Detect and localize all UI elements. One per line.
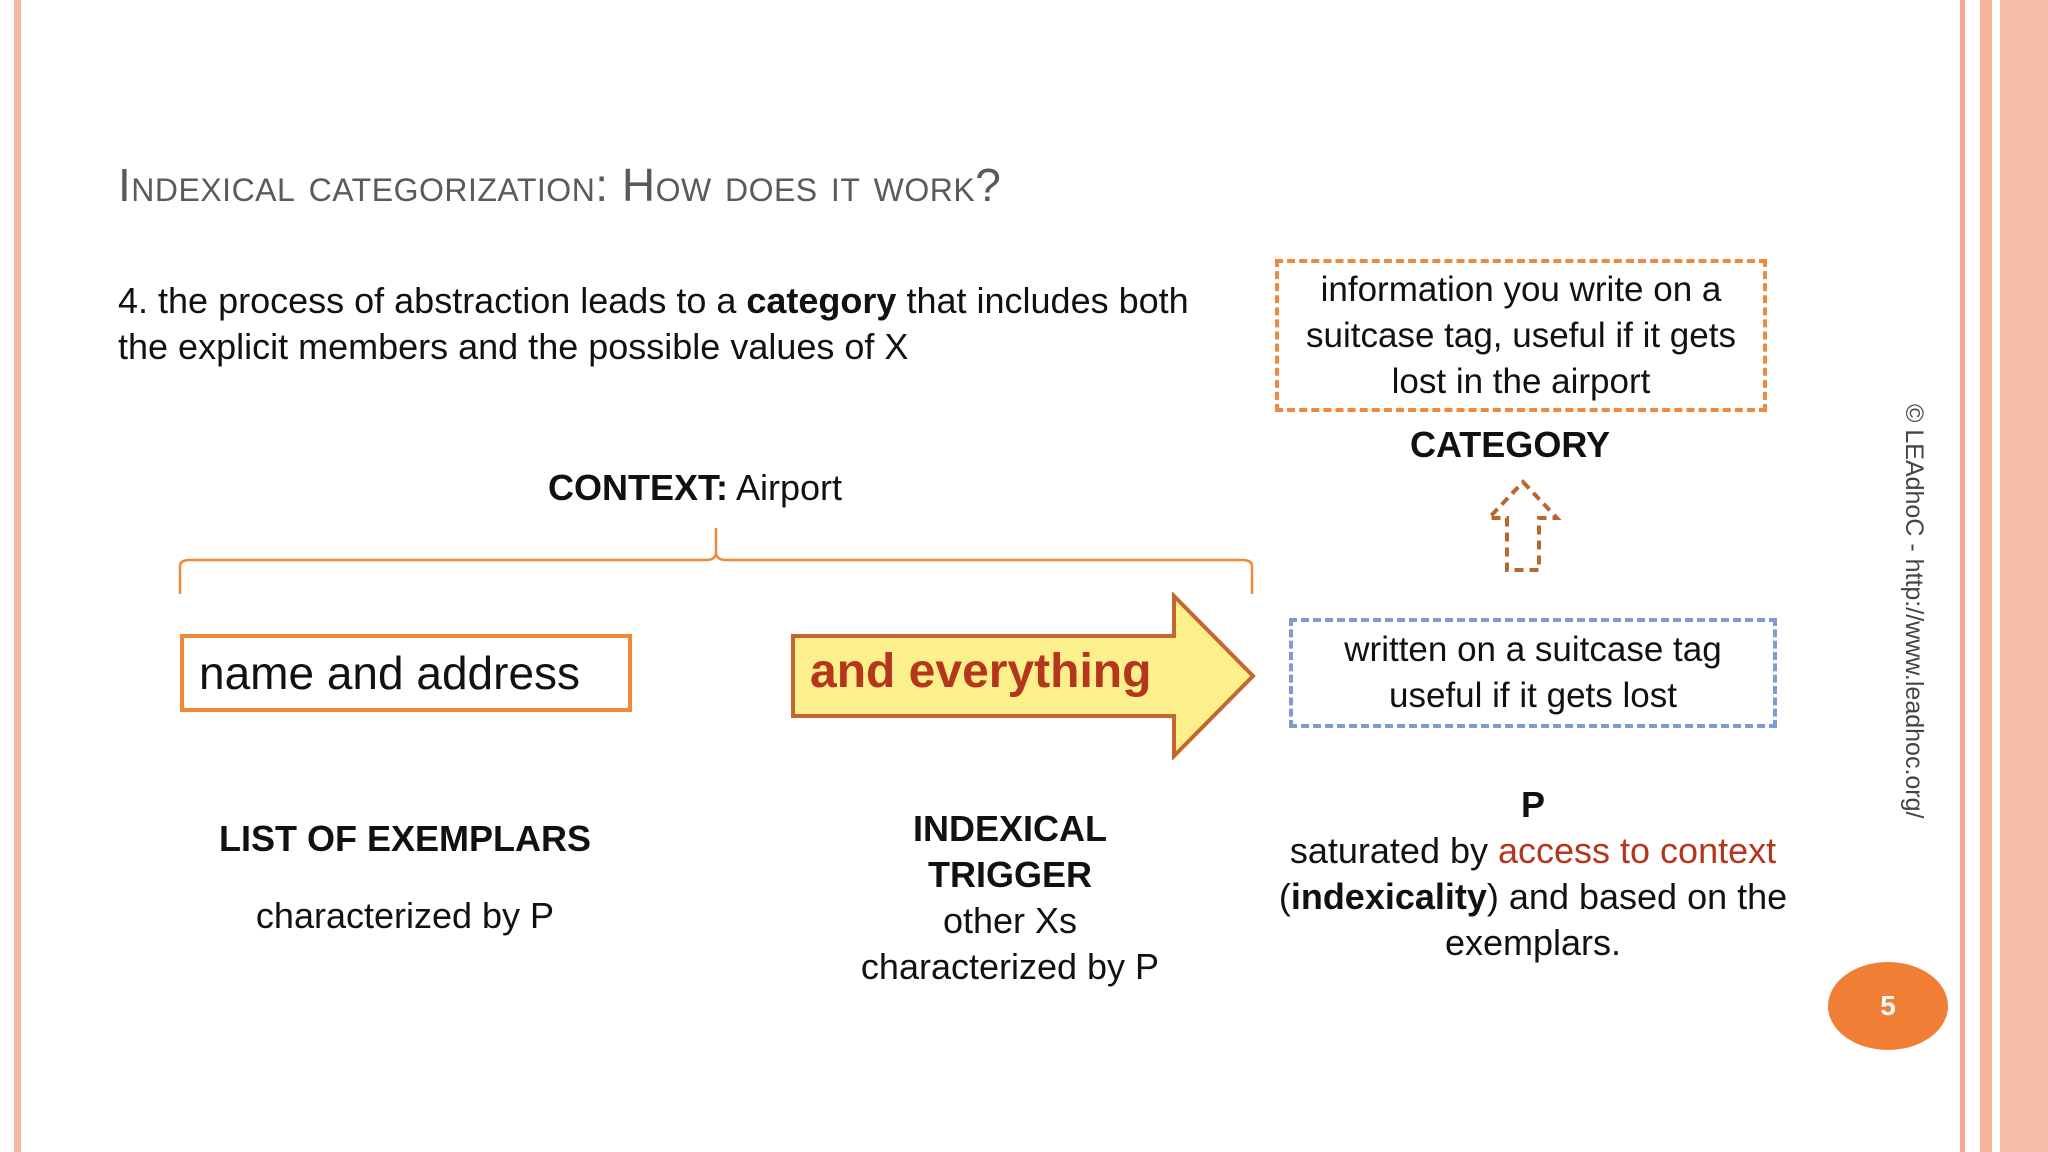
intro-suffix: that includes both the explicit members … [118, 280, 1189, 367]
p-box-text: written on a suitcase tag useful if it g… [1344, 630, 1722, 715]
p-part5: ) and based on the exemplars. [1444, 876, 1788, 963]
copyright-text: © LEAdhoC - http://www.leadhoc.org/ [1900, 404, 1928, 819]
category-box: information you write on a suitcase tag,… [1275, 259, 1767, 412]
context-value: Airport [735, 467, 843, 508]
p-part3: ( [1278, 876, 1291, 917]
trigger-body-line1: other Xs [942, 900, 1078, 941]
exemplar-box: name and address [180, 634, 632, 712]
intro-prefix: 4. the process of abstraction leads to a [118, 280, 747, 321]
intro-text: 4. the process of abstraction leads to a… [118, 278, 1198, 370]
p-part2: access to context [1497, 830, 1777, 871]
up-arrow-icon [1484, 479, 1562, 572]
context-label: CONTEXT: Airport [480, 467, 910, 509]
exemplars-body: characterized by P [255, 895, 555, 936]
p-box: written on a suitcase tag useful if it g… [1289, 618, 1777, 728]
right-border-strips [1960, 0, 2048, 1152]
context-key: CONTEXT: [547, 467, 728, 508]
exemplar-box-text: name and address [199, 647, 581, 699]
page-number-badge: 5 [1828, 962, 1948, 1050]
p-column: P saturated by access to context (indexi… [1268, 782, 1798, 966]
slide-title: Indexical categorization: How does it wo… [118, 159, 1002, 211]
trigger-column: INDEXICAL TRIGGER other Xs characterized… [800, 806, 1220, 990]
p-part4: indexicality [1290, 876, 1487, 917]
right-strip-1 [1960, 0, 1965, 1152]
p-part1: saturated by [1289, 830, 1498, 871]
right-strip-2 [1980, 0, 1992, 1152]
trigger-body-line2: characterized by P [860, 946, 1160, 987]
trigger-heading-line2: TRIGGER [927, 854, 1092, 895]
p-heading: P [1520, 784, 1545, 825]
context-brace [178, 528, 1254, 594]
category-label: CATEGORY [1409, 424, 1610, 465]
page-number: 5 [1880, 990, 1896, 1021]
exemplars-heading: LIST OF EXEMPLARS [218, 818, 592, 859]
trigger-heading-line1: INDEXICAL [912, 808, 1107, 849]
trigger-text: and everything [810, 645, 1152, 698]
right-strip-3 [2000, 0, 2048, 1152]
left-border-bar [14, 0, 21, 1152]
trigger-arrow-shape [791, 592, 1256, 760]
intro-bold: category [746, 280, 897, 321]
category-box-text: information you write on a suitcase tag,… [1306, 269, 1736, 401]
